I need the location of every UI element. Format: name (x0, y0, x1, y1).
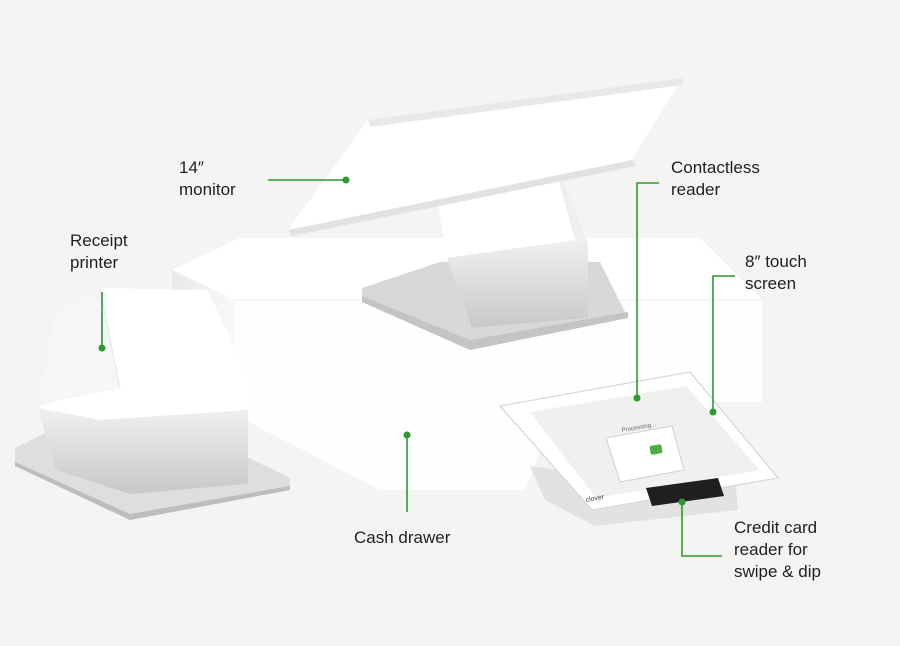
card-reader-leader (681, 502, 722, 557)
receipt-printer-dot (98, 344, 106, 352)
cash-drawer-label-line-1: Cash drawer (354, 528, 451, 547)
contactless-dot (633, 394, 641, 402)
contactless-leader (636, 182, 659, 398)
card-reader-label: Credit card reader for swipe & dip (734, 517, 821, 583)
monitor (288, 78, 683, 236)
card-reader-label-line-2: reader for (734, 540, 808, 559)
cash-drawer-dot (403, 431, 411, 439)
receipt-printer-label-line-1: Receipt (70, 231, 128, 250)
touch-screen-leader (712, 275, 735, 412)
receipt-printer (15, 287, 290, 520)
touch-screen-label: 8″ touch screen (745, 251, 807, 295)
device-brand-logo: clover (585, 494, 605, 504)
contactless-label-line-2: reader (671, 180, 721, 199)
touch-screen-label-line-2: screen (745, 274, 797, 293)
card-reader-dot (678, 498, 686, 506)
cash-drawer-label: Cash drawer (354, 527, 450, 549)
card-reader-label-line-3: swipe & dip (734, 562, 821, 581)
contactless-label-line-1: Contactless (671, 158, 760, 177)
touch-screen-dot (709, 408, 717, 416)
device-status-text: Processing... (621, 422, 657, 434)
monitor-dot (342, 176, 350, 184)
touch-device: Processing... clover (498, 371, 780, 526)
monitor-label-line-2: monitor (179, 180, 236, 199)
callout-markers (98, 176, 735, 557)
receipt-printer-label-line-2: printer (70, 253, 119, 272)
card-reader-label-line-1: Credit card (734, 518, 818, 537)
receipt-printer-label: Receipt printer (70, 230, 128, 274)
monitor-label-line-1: 14″ (179, 158, 204, 177)
monitor-label: 14″ monitor (179, 157, 236, 201)
contactless-label: Contactless reader (671, 157, 760, 201)
touch-screen-label-line-1: 8″ touch (745, 252, 807, 271)
